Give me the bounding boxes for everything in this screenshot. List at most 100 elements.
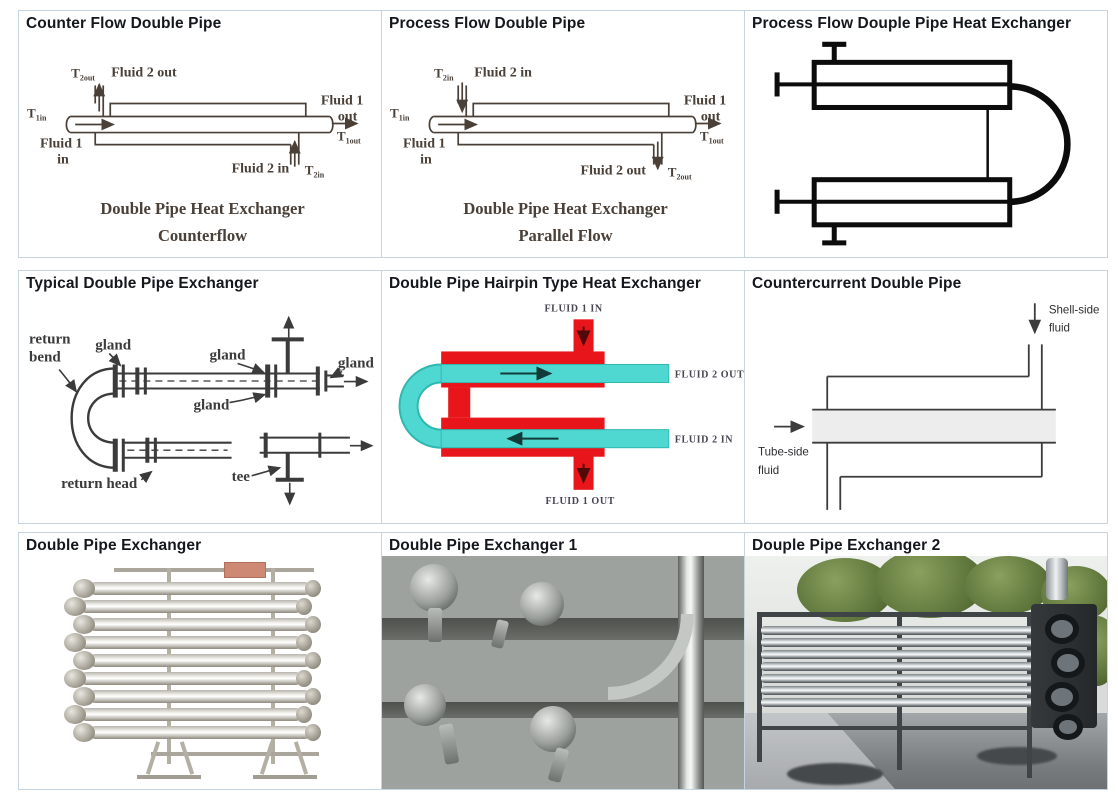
u-bend: [1051, 647, 1085, 678]
label-fluid-1-in-line2: in: [420, 151, 432, 167]
label-t2out: T2out: [668, 164, 692, 181]
parallel-flow-diagram: T2in Fluid 2 in T1in Fluid 1 out T1out F…: [382, 34, 744, 257]
hairpin-colored-svg: FLUID 1 IN FLUID 2 OUT FLUID 2 IN FLUID …: [398, 303, 744, 507]
diagram-caption-line1: Double Pipe Heat Exchanger: [463, 199, 667, 218]
photo-pipe-closeup: [382, 555, 744, 789]
tube-body: [812, 409, 1056, 443]
label-shell-side-line1: Shell-side: [1049, 304, 1100, 316]
image-title: Typical Double Pipe Exchanger: [26, 275, 259, 292]
photo-canvas: [19, 556, 381, 789]
hairpin-linework: [774, 41, 1071, 246]
vertical-pipe: [678, 555, 704, 789]
label-tube-side-line2: fluid: [758, 465, 779, 477]
label-return-bend-line1: return: [29, 331, 71, 347]
label-t2in: T2in: [434, 65, 454, 82]
sketch-linework: [70, 337, 350, 482]
image-cell-photo-exchanger-1[interactable]: Double Pipe Exchanger 1: [381, 532, 745, 790]
u-bend: [1045, 681, 1079, 712]
pipe-row: [64, 632, 312, 652]
image-title: Counter Flow Double Pipe: [26, 15, 222, 32]
ground-patch: [787, 763, 883, 785]
hairpin-outline-diagram: [745, 34, 1107, 257]
pipe-row: [761, 673, 1037, 683]
label-shell-side-line2: fluid: [1049, 322, 1070, 334]
flow-arrows: [438, 82, 722, 171]
label-fluid-1-out-line1: Fluid 1: [684, 92, 726, 108]
label-fluid-1-out-line2: out: [338, 108, 358, 124]
image-title: Process Flow Double Pipe: [389, 15, 586, 32]
diagram-caption-line2: Parallel Flow: [518, 226, 612, 245]
image-title: Process Flow Douple Pipe Heat Exchanger: [752, 15, 1072, 32]
image-cell-photo-exchanger-2[interactable]: Douple Pipe Exchanger 2: [744, 532, 1108, 790]
countercurrent-diagram: Shell-side fluid Tube-side fluid: [745, 294, 1107, 523]
clamp-fitting: [410, 563, 458, 612]
image-cell-process-flow[interactable]: Process Flow Double Pipe: [381, 10, 745, 258]
clamp-fitting: [520, 581, 564, 626]
photo-canvas: [745, 555, 1107, 789]
pipe-row: [73, 578, 321, 598]
stand-foot: [253, 775, 317, 779]
hairpin-outline-svg: [774, 41, 1071, 246]
grid-row-3: Double Pipe Exchanger: [18, 532, 1108, 790]
label-fluid-1-out-line2: out: [701, 108, 721, 124]
flow-arrows: [75, 82, 359, 167]
label-t1in: T1in: [27, 105, 47, 122]
sketch-arrows: [58, 315, 374, 506]
counterflow-diagram-svg: T2out Fluid 2 out T1in Fluid 1 out T1out…: [27, 64, 363, 245]
pipe-row: [73, 686, 321, 706]
stand-foot: [137, 775, 201, 779]
grid-row-2: Typical Double Pipe Exchanger: [18, 270, 1108, 524]
label-t1out: T1out: [337, 128, 361, 145]
photo-stacked-exchanger: [19, 556, 381, 789]
diagram-caption-line1: Double Pipe Heat Exchanger: [100, 199, 304, 218]
pipe-row: [761, 697, 1037, 707]
image-cell-counter-flow[interactable]: Counter Flow Double Pipe: [18, 10, 382, 258]
schematic-linework: [812, 344, 1056, 510]
frame-top-bar: [757, 611, 1049, 617]
image-cell-hairpin-colored[interactable]: Double Pipe Hairpin Type Heat Exchanger: [381, 270, 745, 524]
label-fluid-1-in-line2: in: [57, 151, 69, 167]
label-fluid-1-in-line1: Fluid 1: [403, 135, 445, 151]
image-cell-countercurrent[interactable]: Countercurrent Double Pipe: [744, 270, 1108, 524]
label-fluid-1-out-line1: Fluid 1: [321, 92, 363, 108]
pipe-row: [64, 704, 312, 724]
image-title: Double Pipe Exchanger: [26, 537, 202, 554]
label-fluid-2-out: FLUID 2 OUT: [675, 369, 744, 380]
stand-leg: [179, 741, 195, 775]
pipe-row: [64, 668, 312, 688]
red-outer-pipe: [441, 319, 605, 490]
label-fluid-1-in: FLUID 1 IN: [544, 303, 602, 314]
parallel-flow-diagram-svg: T2in Fluid 2 in T1in Fluid 1 out T1out F…: [390, 64, 726, 245]
label-t2in: T2in: [305, 162, 325, 179]
pipe-row: [73, 614, 321, 634]
image-title: Douple Pipe Exchanger 2: [752, 537, 941, 554]
typical-exchanger-sketch: return bend gland gland gland gland retu…: [19, 294, 381, 523]
countercurrent-svg: Shell-side fluid Tube-side fluid: [758, 303, 1100, 510]
pipe-row: [761, 685, 1037, 695]
label-gland-2: gland: [210, 347, 247, 363]
diagram-caption-line2: Counterflow: [158, 226, 247, 245]
image-cell-typical-sketch[interactable]: Typical Double Pipe Exchanger: [18, 270, 382, 524]
nameplate: [224, 561, 266, 578]
image-cell-hairpin-outline[interactable]: Process Flow Douple Pipe Heat Exchanger: [744, 10, 1108, 258]
u-bend: [1053, 713, 1083, 740]
frame-top-bar: [114, 567, 314, 572]
grid-row-1: Counter Flow Double Pipe: [18, 10, 1108, 258]
label-gland-1: gland: [95, 337, 132, 353]
label-t1out: T1out: [700, 128, 724, 145]
frame-post: [757, 611, 762, 762]
label-tube-side-line1: Tube-side: [758, 447, 809, 459]
label-t1in: T1in: [390, 105, 410, 122]
label-tee: tee: [232, 469, 251, 485]
stand-leg: [293, 741, 309, 775]
flow-arrows: [500, 366, 559, 446]
stand-bar: [151, 751, 319, 756]
label-fluid-2-out: Fluid 2 out: [111, 64, 177, 80]
pipe-row: [761, 637, 1037, 647]
label-fluid-1-out: FLUID 1 OUT: [545, 496, 615, 507]
label-return-bend-line2: bend: [29, 349, 61, 365]
cyan-inner-pipe: [398, 363, 670, 449]
image-cell-photo-exchanger[interactable]: Double Pipe Exchanger: [18, 532, 382, 790]
stand-leg: [145, 741, 161, 775]
